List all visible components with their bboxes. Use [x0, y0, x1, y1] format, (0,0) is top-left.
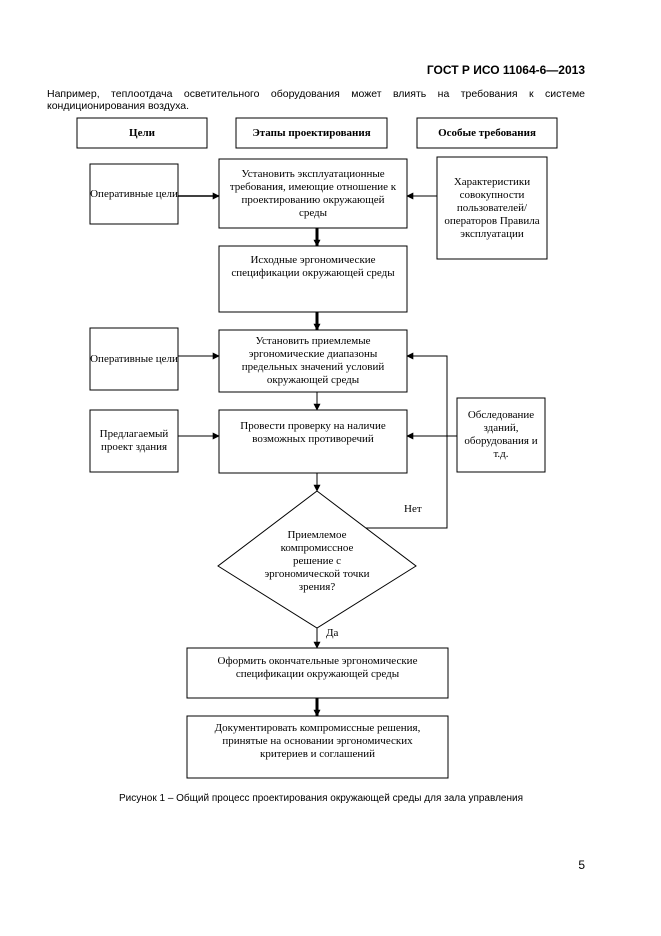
step-document-compromises [186, 715, 449, 779]
step-initial-specs [218, 245, 408, 313]
arrow-no-loop [366, 352, 448, 529]
proposed-building-box [89, 409, 179, 473]
step-operational-requirements [218, 158, 408, 229]
step-document-compromises-label: Документировать компромиссные решения, п… [214, 721, 421, 760]
decision-label: Приемлемое компромиссное решение с эргон… [264, 528, 370, 593]
step-acceptable-ranges-label: Установить приемлемые эргономические диа… [241, 335, 385, 386]
yes-label: Да [326, 627, 339, 639]
column-header-goals [76, 117, 208, 149]
characteristics-box [436, 156, 548, 260]
step-operational-requirements-label: Установить эксплуатационные требования, … [229, 167, 397, 219]
figure-caption: Рисунок 1 – Общий процесс проектирования… [118, 793, 523, 804]
standard-header: ГОСТ Р ИСО 11064-6—2013 [426, 63, 585, 77]
column-header-special [416, 117, 558, 149]
operational-goals-label-1: Оперативные цели [90, 187, 178, 200]
intro-paragraph: Например, теплоотдача осветительного обо… [47, 88, 585, 112]
step-acceptable-ranges [218, 329, 408, 393]
column-header-stages-label: Этапы проектирования [252, 126, 371, 139]
survey-label: Обследование зданий, оборудования и т.д. [464, 409, 538, 460]
survey-box [456, 397, 546, 473]
column-header-stages [235, 117, 388, 149]
step-initial-specs-label: Исходные эргономические спецификации окр… [231, 254, 395, 279]
step-conflict-check [218, 409, 408, 474]
characteristics-label: Характеристики совокупности пользователе… [444, 175, 540, 240]
step-conflict-check-label: Провести проверку на наличие возможных п… [240, 420, 386, 445]
operational-goals-label-2: Оперативные цели [90, 352, 178, 365]
proposed-building-label: Предлагаемый проект здания [99, 428, 169, 453]
no-label: Нет [404, 503, 422, 515]
step-final-specs-label: Оформить окончательные эргономические сп… [217, 655, 418, 680]
step-final-specs [186, 647, 449, 699]
operational-goals-box-1 [89, 163, 179, 225]
operational-goals-box-2 [89, 327, 179, 391]
column-header-goals-label: Цели [129, 126, 155, 139]
page-number: 5 [578, 858, 585, 872]
column-header-special-label: Особые требования [438, 126, 536, 139]
